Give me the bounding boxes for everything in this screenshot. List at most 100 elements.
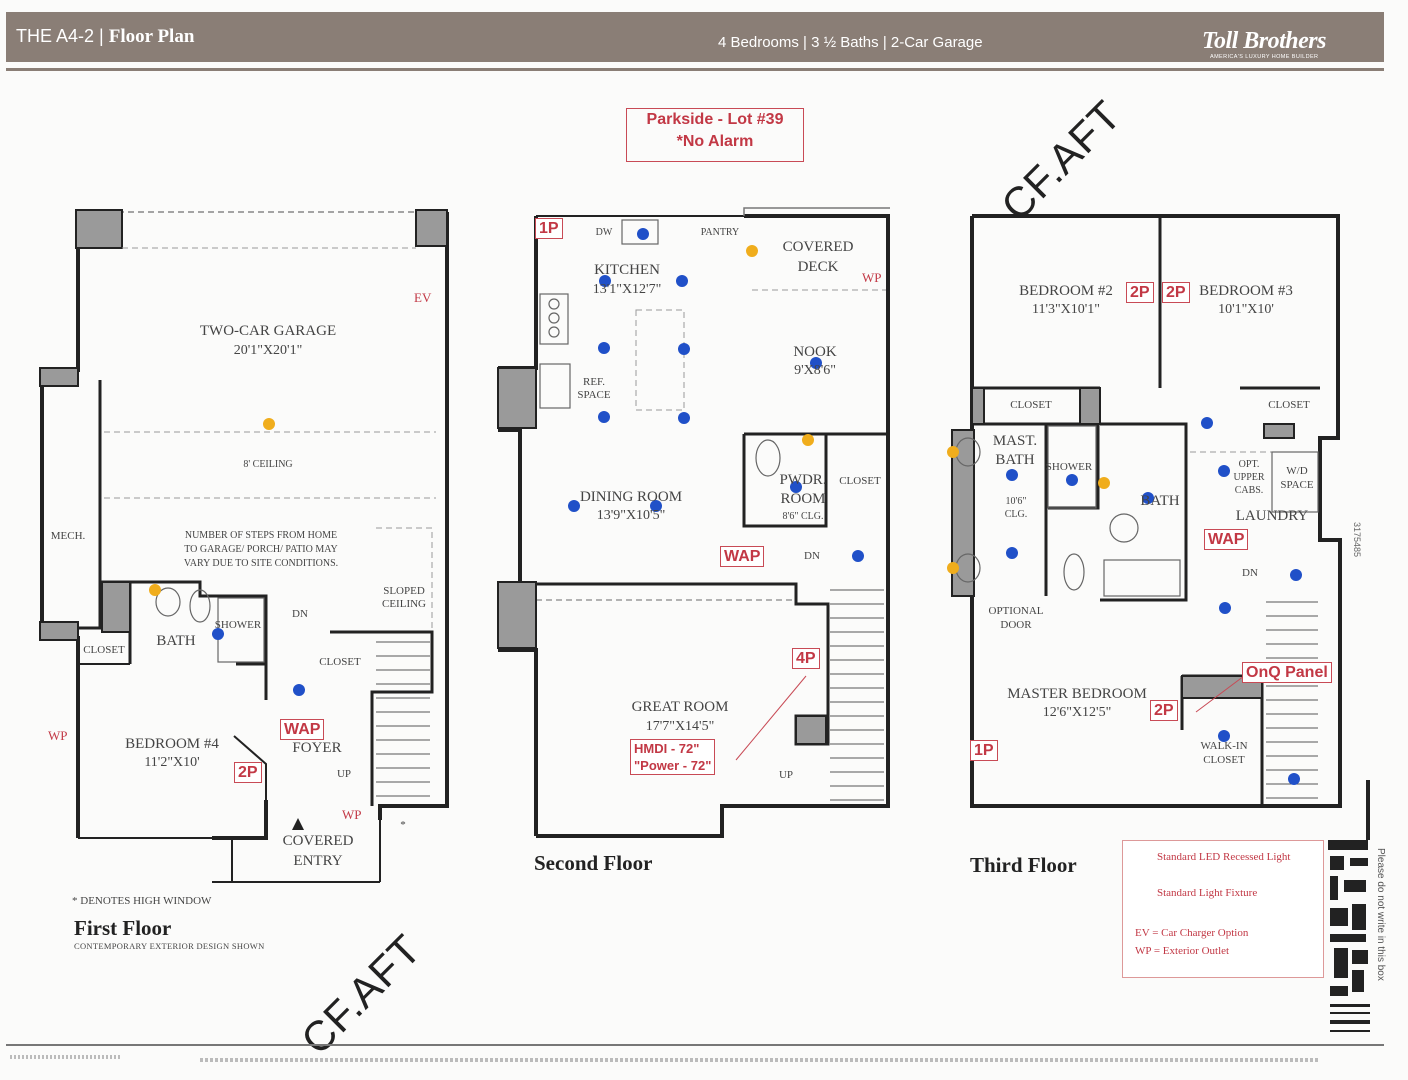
opt-cabs-1: OPT. xyxy=(1238,459,1260,470)
garage-label: TWO-CAR GARAGE xyxy=(199,323,337,339)
steps-note-2: TO GARAGE/ PORCH/ PATIO MAY xyxy=(184,544,338,555)
legend-wp: WP = Exterior Outlet xyxy=(1135,945,1230,957)
nook-dim: 9'X8'6" xyxy=(794,363,836,378)
covered-deck-1: COVERED xyxy=(782,239,854,255)
outlet-tag-4p: 4P xyxy=(792,648,820,669)
sloped-ceiling-2: CEILING xyxy=(382,598,426,610)
closet-label-third-a: CLOSET xyxy=(1010,399,1052,411)
wd-space-2: SPACE xyxy=(1280,479,1314,491)
up-label-second: UP xyxy=(778,769,794,781)
outlet-tag-1p-third: 1P xyxy=(970,740,998,761)
master-bedroom-dim: 12'6"X12'5" xyxy=(1042,705,1112,720)
master-bedroom-label: MASTER BEDROOM xyxy=(1007,686,1147,702)
onq-panel-tag: OnQ Panel xyxy=(1242,662,1332,683)
kitchen-label: KITCHEN xyxy=(594,262,660,278)
master-bath-1: MAST. xyxy=(992,433,1038,449)
first-floor-subtitle: CONTEMPORARY EXTERIOR DESIGN SHOWN xyxy=(74,941,265,951)
master-bath-2: BATH xyxy=(995,452,1035,468)
walk-in-closet-1: WALK-IN xyxy=(1200,740,1248,752)
pantry-label: PANTRY xyxy=(700,227,740,238)
covered-entry-1: COVERED xyxy=(282,833,354,849)
ev-label: EV xyxy=(414,290,432,305)
sloped-ceiling-1: SLOPED xyxy=(383,585,425,597)
copyright-fineprint xyxy=(10,1055,120,1059)
powder-room-1: PWDR. xyxy=(779,472,827,488)
bedroom3-label: BEDROOM #3 xyxy=(1199,283,1293,299)
great-room-label: GREAT ROOM xyxy=(631,699,729,715)
first-floor-title: First Floor xyxy=(74,916,172,940)
ref-space-2: SPACE xyxy=(577,389,611,401)
garage-dim: 20'1"X20'1" xyxy=(233,343,303,358)
great-room-dim: 17'7"X14'5" xyxy=(645,719,715,734)
garage-ceiling: 8' CEILING xyxy=(243,459,293,470)
side-code: 3175485 xyxy=(1352,522,1362,558)
dw-label: DW xyxy=(595,227,613,238)
powder-room-ceiling: 8'6" CLG. xyxy=(782,511,824,522)
second-floor-title: Second Floor xyxy=(534,851,653,875)
bedroom2-dim: 11'3"X10'1" xyxy=(1031,302,1101,317)
lot-note: Parkside - Lot #39 *No Alarm xyxy=(626,108,804,162)
dining-label: DINING ROOM xyxy=(579,489,683,505)
steps-note-1: NUMBER OF STEPS FROM HOME xyxy=(184,530,338,541)
shower-label-1: SHOWER xyxy=(214,619,262,631)
wp-label-deck: WP xyxy=(862,270,882,285)
covered-deck-2: DECK xyxy=(797,259,839,275)
brand-tagline: AMERICA'S LUXURY HOME BUILDER xyxy=(1210,54,1319,60)
legend-ev: EV = Car Charger Option xyxy=(1135,927,1249,939)
dn-label-second: DN xyxy=(804,550,820,562)
legend: Standard LED Recessed Light Standard Lig… xyxy=(1122,840,1324,978)
covered-entry-2: ENTRY xyxy=(293,853,343,869)
third-floor-title: Third Floor xyxy=(970,853,1077,877)
outlet-tag-bedroom2: 2P xyxy=(1126,282,1154,303)
master-bath-ceiling-1: 10'6" xyxy=(1005,496,1027,507)
disclaimer-fineprint xyxy=(200,1058,1320,1062)
mech-label: MECH. xyxy=(50,530,86,542)
bedroom2-label: BEDROOM #2 xyxy=(1019,283,1113,299)
wap-tag-first: WAP xyxy=(280,719,325,740)
wp-label-entry: WP xyxy=(342,807,362,822)
legend-led: Standard LED Recessed Light xyxy=(1157,851,1291,863)
side-note: Please do not write in this box xyxy=(1375,848,1386,981)
opt-cabs-3: CABS. xyxy=(1234,485,1264,496)
outlet-tag-master: 2P xyxy=(1150,700,1178,721)
nook-label: NOOK xyxy=(793,344,837,360)
high-window-note: * DENOTES HIGH WINDOW xyxy=(72,895,212,907)
wap-tag-third: WAP xyxy=(1204,529,1249,550)
closet-label-third-b: CLOSET xyxy=(1268,399,1310,411)
optional-door-2: DOOR xyxy=(1000,619,1032,631)
outlet-tag-bedroom4: 2P xyxy=(234,762,262,783)
header-bar: THE A4-2 | Floor Plan 4 Bedrooms | 3 ½ B… xyxy=(6,12,1384,71)
plan-specs: 4 Bedrooms | 3 ½ Baths | 2-Car Garage xyxy=(718,34,983,51)
laundry-label: LAUNDRY xyxy=(1235,508,1309,524)
optional-door-1: OPTIONAL xyxy=(988,605,1044,617)
powder-room-2: ROOM xyxy=(780,491,826,507)
bedroom4-label: BEDROOM #4 xyxy=(125,736,219,752)
plan-title: THE A4-2 | Floor Plan xyxy=(16,26,195,47)
closet-label-second: CLOSET xyxy=(839,475,881,487)
bottom-rule xyxy=(6,1044,1384,1046)
dn-label-1: DN xyxy=(292,608,308,620)
wap-tag-second: WAP xyxy=(720,546,765,567)
legend-fixture: Standard Light Fixture xyxy=(1157,887,1258,899)
bath-label-third: BATH xyxy=(1140,493,1180,509)
dining-dim: 13'9"X10'5" xyxy=(596,508,666,523)
bedroom4-dim: 11'2"X10' xyxy=(144,755,200,770)
walk-in-closet-2: CLOSET xyxy=(1203,754,1245,766)
shower-label-third: SHOWER xyxy=(1045,461,1093,473)
master-bath-ceiling-2: CLG. xyxy=(1004,509,1028,520)
closet-label-2: CLOSET xyxy=(319,656,361,668)
outlet-tag-bedroom3: 2P xyxy=(1162,282,1190,303)
closet-label-1: CLOSET xyxy=(83,644,125,656)
high-window-star: * xyxy=(400,819,406,831)
wd-space-1: W/D xyxy=(1286,465,1308,477)
hdmi-power-note: HMDI - 72" "Power - 72" xyxy=(630,739,716,775)
brand-logo: Toll Brothers xyxy=(1202,28,1327,54)
bedroom3-dim: 10'1"X10' xyxy=(1218,302,1274,317)
steps-note-3: VARY DUE TO SITE CONDITIONS. xyxy=(183,558,339,569)
bath-label-1: BATH xyxy=(156,633,196,649)
outlet-tag-1p-second: 1P xyxy=(535,218,563,239)
up-label-1: UP xyxy=(336,768,352,780)
header-rule xyxy=(6,68,1384,71)
dn-label-third: DN xyxy=(1242,567,1258,579)
